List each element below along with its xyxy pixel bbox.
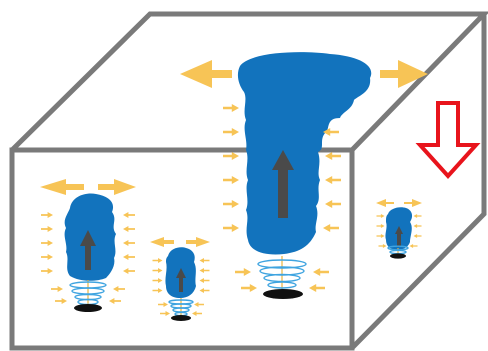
outflow-arrow-left [376,199,394,207]
inflow-arrows-small-front-right [199,258,210,293]
inflow-arrows-medium-left [41,212,53,274]
small-plume-right [376,199,422,259]
outflow-arrow-right [186,237,210,247]
base-pad-small-right [390,253,406,259]
updraft-arrow-medium [80,230,96,270]
outflow-arrow-right [404,199,422,207]
outflow-arrows-large [180,60,428,88]
outflow-arrow-left [150,237,174,247]
large-plume [180,52,428,299]
small-plume-front [150,237,210,321]
base-pad-medium [74,304,102,312]
base-pad-large [263,289,303,299]
box-right-face [350,14,487,350]
inflow-arrows-small-right-left [376,214,385,238]
vortex-rings-large [257,256,307,292]
inflow-arrows-small-right-right [413,214,422,238]
inflow-arrows-large-left [223,104,239,232]
inflow-arrows-large-right [323,128,341,232]
large-plume-body [237,52,372,255]
inflow-arrows-small-front-left [152,258,163,293]
downward-arrow-outline [415,101,481,179]
outflow-arrow-right [380,60,428,88]
updraft-arrow-small-right [395,226,403,246]
outflow-arrow-left [180,60,232,88]
outflow-arrow-left [40,179,84,195]
vortex-rings-small-front [168,298,194,317]
medium-plume-left [40,179,136,312]
updraft-arrow-large [272,150,294,218]
outflow-arrows-medium [40,179,136,195]
box-outline [9,11,488,351]
outflow-arrow-right [98,179,136,195]
base-pad-small-front [171,315,191,321]
inflow-arrows-medium-right [123,212,135,274]
vortex-rings-medium [69,280,107,306]
box-front-face [9,147,355,351]
updraft-arrow-small-front [176,268,186,292]
outflow-arrows-small-front [150,237,210,247]
outflow-arrows-small-right [376,199,422,207]
